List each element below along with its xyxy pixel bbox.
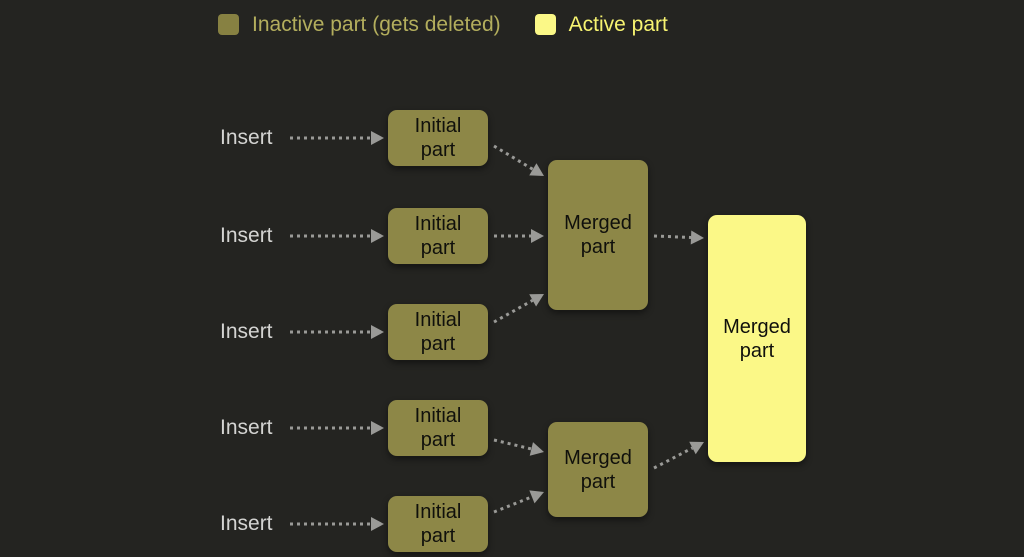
arrowhead-icon [689,441,704,455]
insert-label-3: Insert [220,320,273,343]
legend: Inactive part (gets deleted) Active part [218,9,668,39]
edge-line [493,495,533,514]
insert-label-5: Insert [220,512,273,535]
arrowhead-icon [529,442,544,456]
arrowhead-icon [529,294,544,307]
active-swatch-icon [534,13,556,35]
edge-line [493,438,532,451]
arrowhead-icon [371,325,384,339]
insert-label-1: Insert [220,126,273,149]
insert-label-4: Insert [220,416,273,439]
insert-label-2: Insert [220,224,273,247]
arrowhead-icon [531,229,544,243]
arrowhead-icon [371,421,384,435]
arrowhead-icon [371,517,384,531]
legend-item-inactive: Inactive part (gets deleted) [218,12,501,36]
arrowhead-icon [529,163,544,176]
arrowhead-icon [690,230,704,245]
inactive-swatch-icon [218,13,239,35]
legend-label-inactive: Inactive part (gets deleted) [252,12,501,36]
arrowhead-icon [529,490,544,504]
legend-item-active: Active part [534,12,668,36]
legend-label-active: Active part [568,12,668,36]
arrowhead-icon [371,229,384,243]
edge-line [493,299,534,324]
edge-line [493,144,534,171]
edge-line [653,234,692,239]
edge-line [653,446,694,470]
arrowhead-icon [371,131,384,145]
